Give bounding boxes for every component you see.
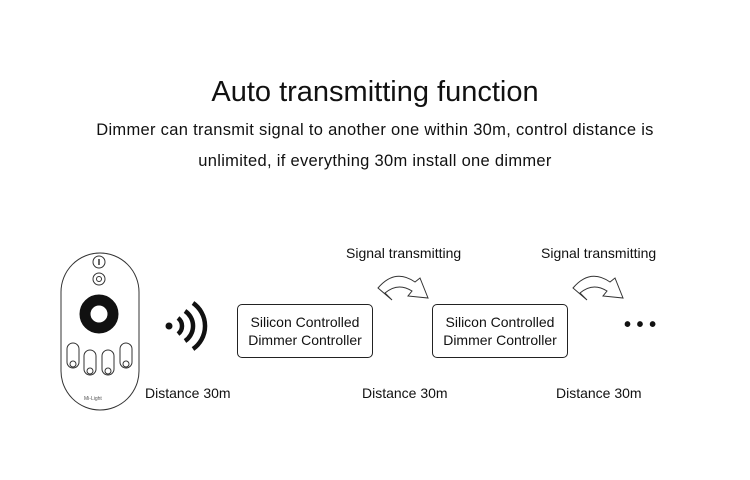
continuation-dots: • • •	[624, 314, 657, 336]
box-line-1: Silicon Controlled	[250, 314, 360, 330]
description-line-1: Dimmer can transmit signal to another on…	[96, 121, 654, 139]
remote-control-icon	[60, 252, 140, 411]
distance-label-1: Distance 30m	[145, 385, 231, 401]
curved-arrow-icon	[377, 275, 429, 301]
signal-label-1: Signal transmitting	[346, 245, 462, 261]
description-line-2: unlimited, if everything 30m install one…	[198, 152, 552, 170]
remote-brand-logo: Mi-Light	[84, 396, 102, 402]
page-title: Auto transmitting function	[211, 76, 539, 108]
dimmer-controller-box-1: Silicon Controlled Dimmer Controller	[237, 304, 373, 358]
distance-label-2: Distance 30m	[362, 385, 448, 401]
box-line-2: Dimmer Controller	[248, 332, 362, 348]
wireless-signal-icon	[165, 301, 208, 351]
signal-label-2: Signal transmitting	[541, 245, 657, 261]
curved-arrow-icon	[572, 275, 624, 301]
dimmer-controller-box-2: Silicon Controlled Dimmer Controller	[432, 304, 568, 358]
distance-label-3: Distance 30m	[556, 385, 642, 401]
box-line-1: Silicon Controlled	[445, 314, 555, 330]
box-line-2: Dimmer Controller	[443, 332, 557, 348]
